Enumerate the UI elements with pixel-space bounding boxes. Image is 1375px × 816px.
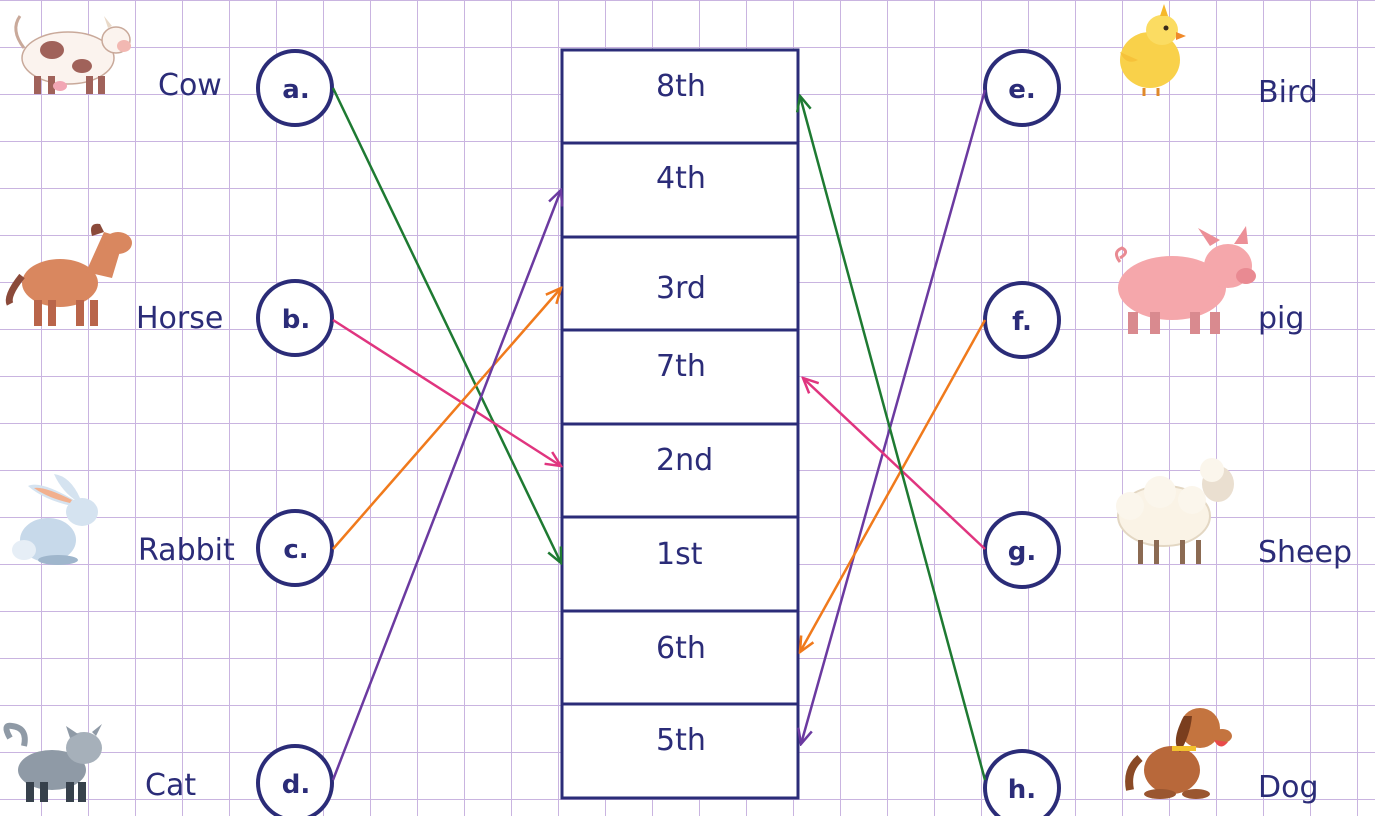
letter-label: b. [282,305,311,335]
arrow-e-to-5th [801,89,987,744]
right-animal-label: Bird [1258,75,1318,110]
letter-label: h. [1008,775,1036,805]
ordinal-label: 1st [656,537,703,572]
ordinal-cell [560,48,800,145]
arrow-b-to-2nd [332,318,561,466]
ordinal-label: 5th [656,723,706,758]
horse-icon [5,223,132,326]
letter-label: c. [283,535,308,565]
ordinal-cell [560,702,800,800]
cat-icon [3,722,102,802]
ordinal-label: 2nd [656,443,713,478]
ordinal-cell [560,515,800,613]
ordinal-cell [560,328,800,426]
left-animal-label: Rabbit [138,533,235,568]
right-animal-label: Sheep [1258,535,1352,570]
left-animal-label: Horse [136,301,223,336]
right-animal-label: Dog [1258,770,1319,805]
bird-icon [1120,4,1186,96]
ordinal-cell [560,422,800,519]
left-animal-label: Cat [145,768,196,803]
letter-circle-b: b. [256,279,334,357]
arrow-f-to-6th [800,319,987,652]
letter-circle-e: e. [983,49,1061,127]
letter-circle-h: h. [983,749,1061,816]
sheep-icon [1116,458,1234,564]
ordinal-label: 8th [656,69,706,104]
connection-arrows [331,87,987,781]
arrow-h-to-8th [800,96,987,781]
ordinal-label: 6th [656,631,706,666]
ordinal-column: 8th 4th 3rd 7th 2nd 1st 6th 5th [560,48,800,800]
pig-icon [1115,226,1256,334]
letter-label: g. [1008,537,1037,567]
ordinal-label: 7th [656,349,706,384]
letter-label: f. [1012,307,1032,337]
letter-label: e. [1008,75,1036,105]
arrow-g-to-7th [803,378,986,550]
dog-icon [1125,708,1232,799]
arrow-c-to-3rd [332,288,561,550]
ordinal-cell [560,609,800,706]
letter-circle-a: a. [256,49,334,127]
arrow-d-to-4th [331,190,561,781]
letter-label: a. [282,75,309,105]
ordinal-label: 4th [656,161,706,196]
letter-circle-f: f. [983,281,1061,359]
arrow-a-to-1st [331,87,561,563]
letter-circle-d: d. [256,744,334,816]
letter-circle-g: g. [983,511,1061,589]
right-animal-label: pig [1258,301,1304,336]
left-animal-label: Cow [158,68,222,103]
letter-circle-c: c. [256,509,334,587]
ordinal-label: 3rd [656,271,706,306]
cow-icon [14,15,131,94]
letter-label: d. [282,770,311,800]
rabbit-icon [12,474,98,565]
